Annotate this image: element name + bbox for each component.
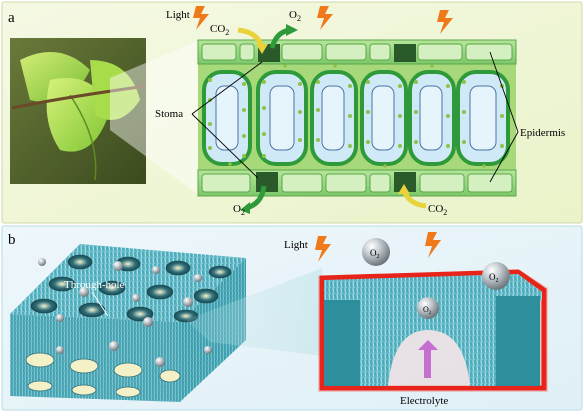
- epidermis-leader-top: [489, 51, 519, 133]
- epidermis-label: Epidermis: [520, 127, 565, 139]
- leaf-photo: [10, 38, 147, 184]
- co2-bottom-label: CO: [428, 203, 443, 215]
- o2-bubbles-large: [362, 238, 510, 319]
- svg-text:O2: O2: [370, 248, 380, 260]
- panel-a: a: [1, 1, 583, 224]
- lightning-icons-a: [193, 6, 453, 34]
- epidermis-leader-bottom: [489, 131, 519, 183]
- stoma-bottom-right: [394, 172, 416, 192]
- through-hole-leader: [91, 291, 109, 317]
- lightning-icon: [315, 236, 331, 262]
- co2-top-label: CO: [210, 23, 225, 35]
- electrolyte-label: Electrolyte: [400, 395, 448, 407]
- lightning-icon: [317, 6, 333, 30]
- mesophyll-cells: [202, 64, 510, 168]
- lightning-icon: [437, 10, 453, 34]
- electrolyte-arrow: [424, 348, 431, 378]
- svg-text:O2: O2: [233, 203, 245, 217]
- stoma-leader-top: [191, 61, 263, 115]
- lightning-icon: [425, 232, 441, 258]
- leaf-cross-section: [197, 39, 517, 197]
- o2-bubbles-small: [38, 258, 212, 367]
- panel-b: b: [1, 225, 583, 411]
- panel-a-label: a: [8, 10, 15, 26]
- panel-b-label: b: [8, 232, 16, 248]
- stoma-top-right: [394, 44, 416, 62]
- light-label-b: Light: [284, 239, 308, 251]
- svg-text:CO2: CO2: [210, 23, 229, 37]
- o2-top-label: O: [289, 9, 297, 21]
- svg-text:O2: O2: [489, 272, 499, 284]
- stoma-leader-bottom: [191, 113, 259, 179]
- through-hole-label: Through-hole: [64, 279, 125, 291]
- lightning-icon: [193, 6, 209, 30]
- svg-text:O2: O2: [423, 305, 432, 316]
- magnification-beam: [110, 40, 200, 196]
- stoma-bottom-left: [256, 172, 278, 192]
- light-label-a: Light: [166, 9, 190, 21]
- porous-slab: [10, 244, 246, 402]
- magnification-beam-b: [186, 268, 322, 356]
- zoomed-pore: [318, 269, 548, 392]
- stoma-label: Stoma: [155, 108, 183, 120]
- svg-text:CO2: CO2: [428, 203, 447, 217]
- lightning-icons-b: [315, 232, 441, 262]
- o2-bottom-label: O: [233, 203, 241, 215]
- svg-text:O2: O2: [289, 9, 301, 23]
